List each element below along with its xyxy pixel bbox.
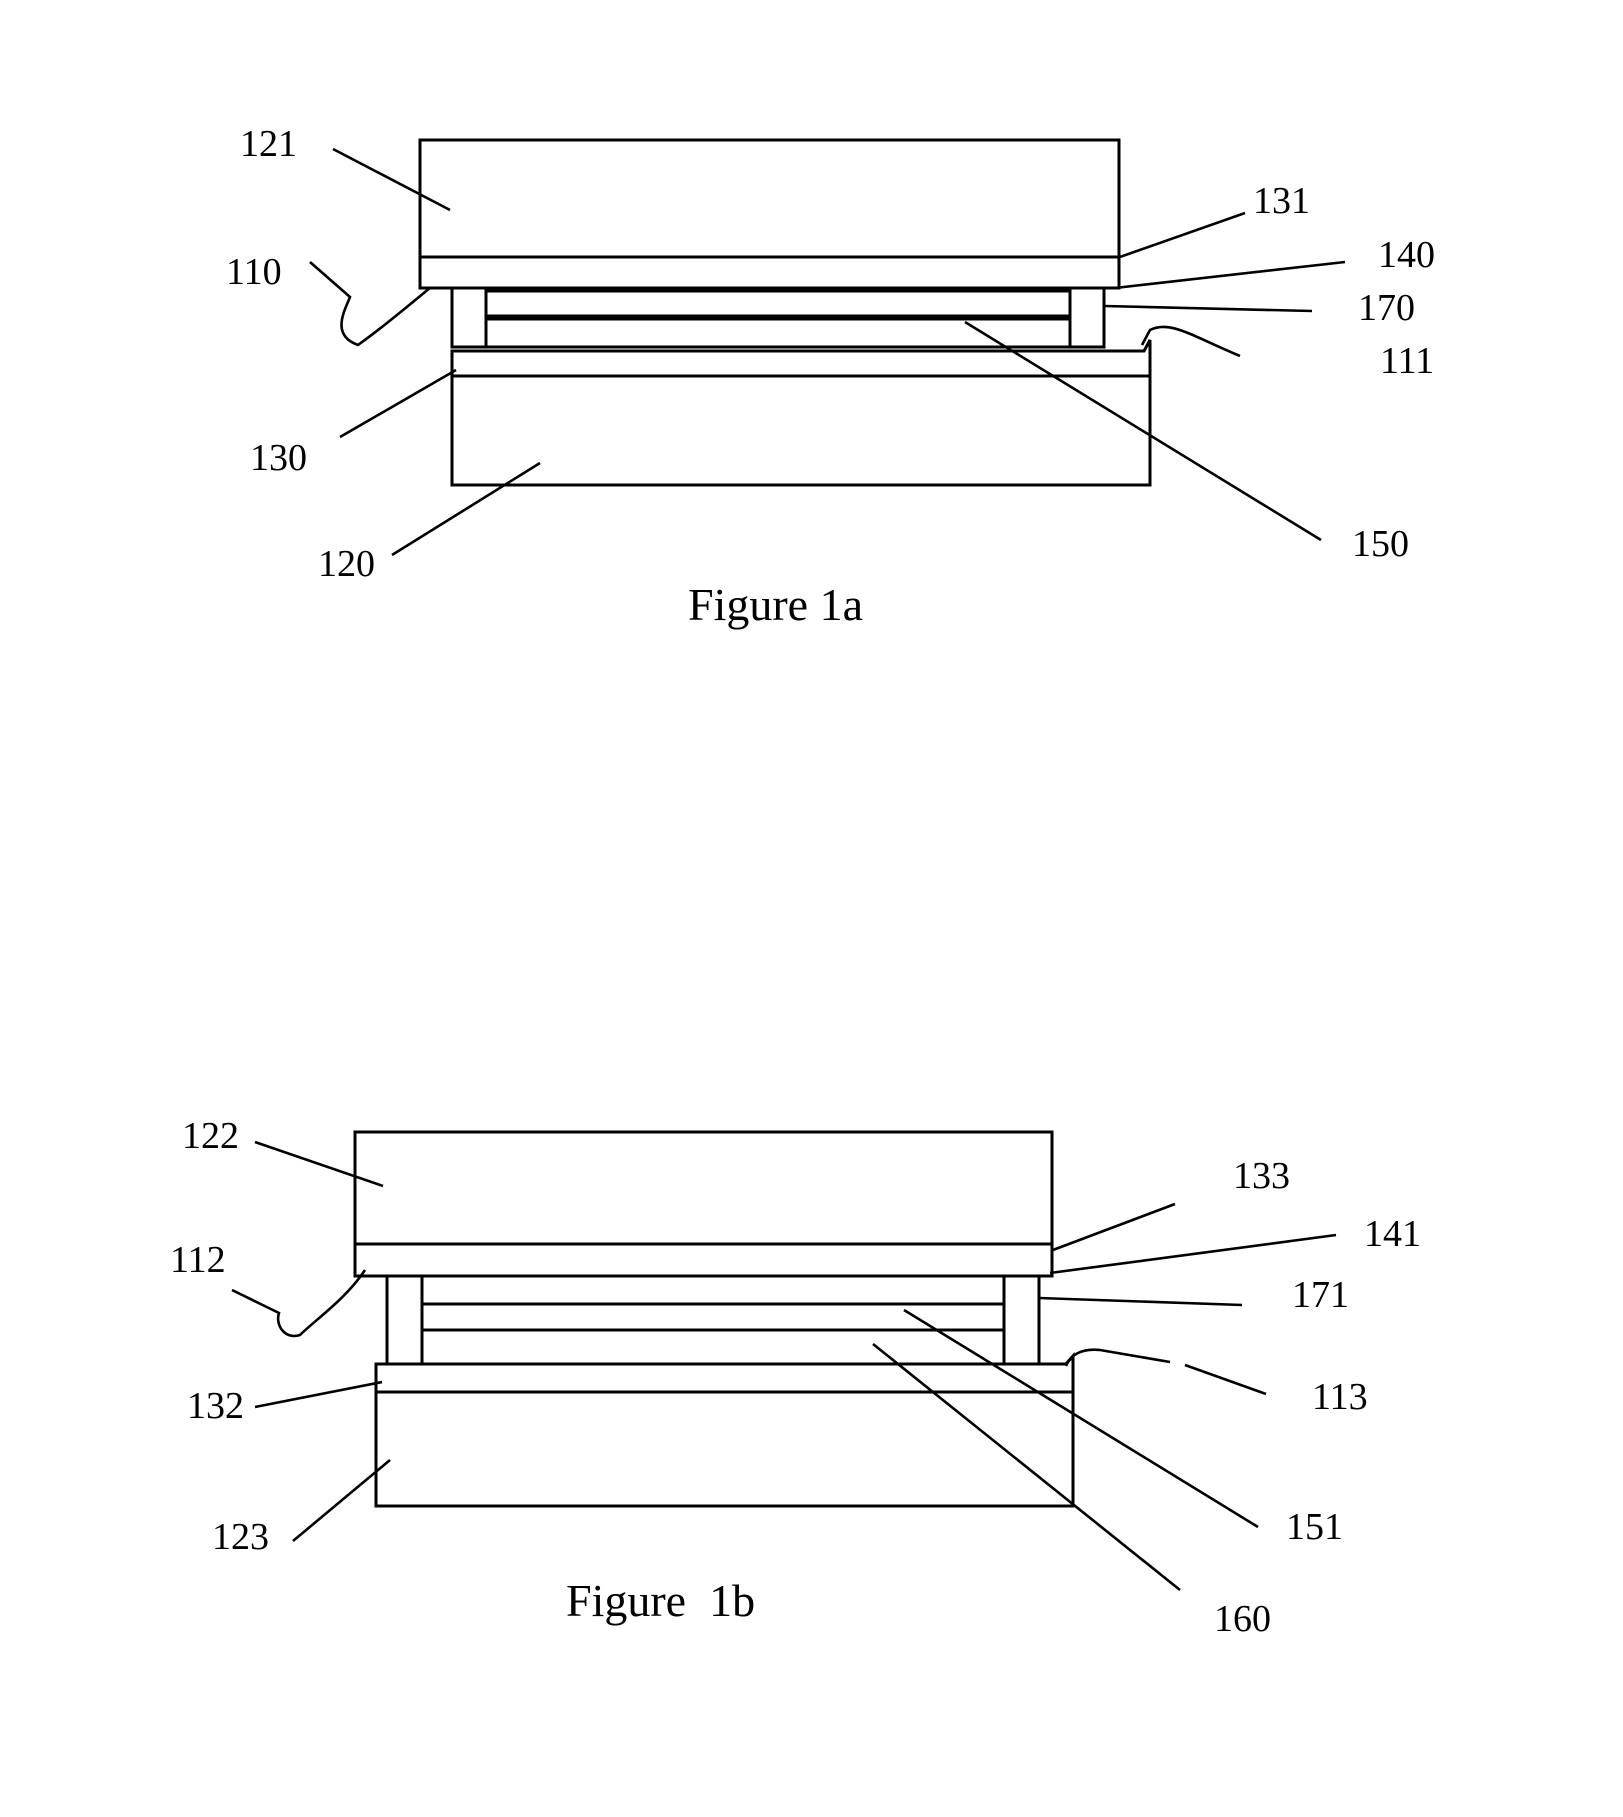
wire-111 [1142, 327, 1240, 356]
bottom-substrate-123 [376, 1392, 1073, 1506]
ref-170: 170 [1358, 287, 1415, 329]
leader-122 [255, 1142, 383, 1186]
seal-right-171 [1004, 1276, 1039, 1364]
leader-121 [333, 149, 450, 210]
bottom-electrode-132 [376, 1356, 1073, 1392]
ref-113: 113 [1312, 1376, 1368, 1418]
top-electrode-133 [355, 1244, 1052, 1276]
leader-170 [1104, 306, 1312, 311]
ref-111: 111 [1380, 340, 1434, 382]
ref-123: 123 [212, 1516, 269, 1558]
seal-right-170 [1070, 288, 1104, 347]
leader-141 [1050, 1235, 1336, 1273]
ref-131: 131 [1253, 180, 1310, 222]
leader-133 [1053, 1204, 1175, 1250]
fine-layer-141 [422, 1276, 1004, 1304]
leader-150 [965, 322, 1321, 540]
leader-160 [873, 1344, 1180, 1590]
ref-132: 132 [187, 1385, 244, 1427]
leader-132 [255, 1382, 382, 1407]
ref-133: 133 [1233, 1155, 1290, 1197]
wire-112 [232, 1270, 365, 1336]
ref-121: 121 [240, 123, 297, 165]
fine-layer-140 [486, 291, 1070, 316]
fine-layer-160 [422, 1330, 1004, 1364]
ref-150: 150 [1352, 523, 1409, 565]
leader-171 [1039, 1298, 1242, 1305]
leader-151 [904, 1310, 1258, 1527]
figure-1b: 122 112 133 141 171 113 132 123 151 160 … [170, 1115, 1421, 1640]
ref-130: 130 [250, 437, 307, 479]
ref-122: 122 [182, 1115, 239, 1157]
leader-130 [340, 370, 456, 437]
ref-112: 112 [170, 1239, 226, 1281]
wire-110 [310, 262, 430, 345]
bottom-substrate-120 [452, 376, 1150, 485]
ref-110: 110 [226, 251, 282, 293]
figure-1a-caption: Figure 1a [688, 579, 863, 630]
top-substrate-122 [355, 1132, 1052, 1244]
wire-113 [1066, 1350, 1266, 1394]
figure-1b-caption: Figure 1b [566, 1575, 755, 1626]
figure-1a: 121 110 131 140 170 111 130 120 150 Figu… [226, 123, 1435, 630]
ref-160: 160 [1214, 1598, 1271, 1640]
top-substrate-121 [420, 140, 1119, 257]
ref-140: 140 [1378, 234, 1435, 276]
leader-140 [1115, 262, 1345, 288]
ref-120: 120 [318, 543, 375, 585]
ref-141: 141 [1364, 1213, 1421, 1255]
ref-151: 151 [1286, 1506, 1343, 1548]
seal-left-170 [452, 288, 486, 347]
top-electrode-131 [420, 257, 1119, 288]
leader-131 [1117, 213, 1245, 258]
seal-left-171 [387, 1276, 422, 1364]
leader-120 [392, 463, 540, 555]
ref-171: 171 [1292, 1274, 1349, 1316]
